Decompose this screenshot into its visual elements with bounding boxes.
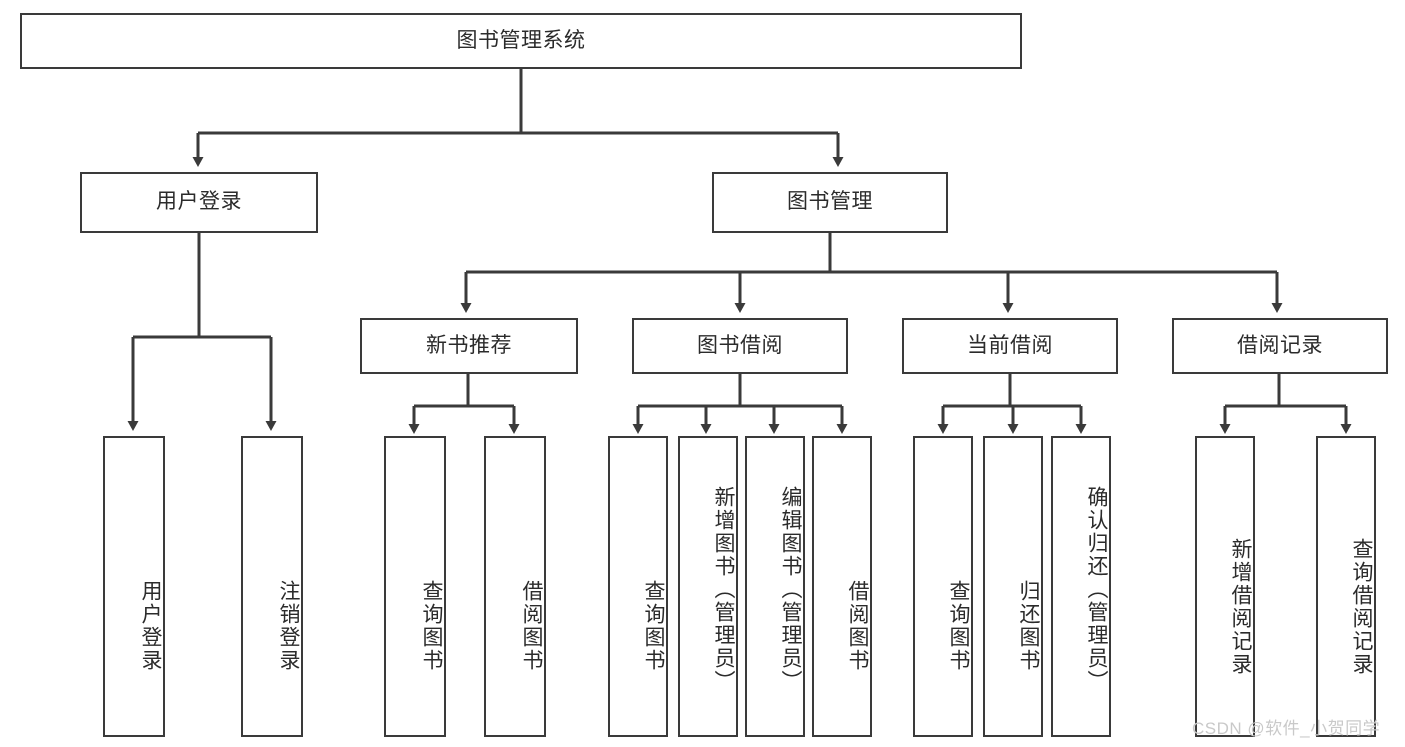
leaf-borrow-book-borrow[interactable]: 借阅图书 (812, 436, 872, 737)
node-borrow-record[interactable]: 借阅记录 (1172, 318, 1388, 374)
leaf-query-book-recommend[interactable]: 查询图书 (384, 436, 446, 737)
node-new-book-recommend[interactable]: 新书推荐 (360, 318, 578, 374)
node-book-borrow[interactable]: 图书借阅 (632, 318, 848, 374)
node-label: 归还图书 (1017, 579, 1040, 672)
node-label: 借阅图书 (846, 579, 869, 672)
node-label: 新增图书（管理员） (712, 486, 735, 693)
node-label: 注销登录 (277, 579, 300, 672)
node-label: 查询图书 (642, 579, 665, 672)
node-label: 当前借阅 (967, 333, 1053, 357)
node-label: 新书推荐 (426, 333, 512, 357)
leaf-return-book[interactable]: 归还图书 (983, 436, 1043, 737)
leaf-edit-book[interactable]: 编辑图书（管理员） (745, 436, 805, 737)
node-label: 用户登录 (156, 190, 242, 214)
leaf-add-book[interactable]: 新增图书（管理员） (678, 436, 738, 737)
leaf-add-borrow-record[interactable]: 新增借阅记录 (1195, 436, 1255, 737)
leaf-user-login[interactable]: 用户登录 (103, 436, 165, 737)
node-label: 查询图书 (420, 579, 443, 672)
csdn-watermark: CSDN @软件_小贺同学 (1192, 719, 1381, 738)
node-user-login[interactable]: 用户登录 (80, 172, 318, 233)
node-label: 图书管理系统 (456, 28, 586, 52)
node-current-borrow[interactable]: 当前借阅 (902, 318, 1118, 374)
leaf-query-borrow-record[interactable]: 查询借阅记录 (1316, 436, 1376, 737)
node-label: 图书借阅 (697, 333, 783, 357)
node-label: 图书管理 (787, 190, 873, 214)
leaf-logout-login[interactable]: 注销登录 (241, 436, 303, 737)
node-label: 用户登录 (139, 579, 162, 672)
node-label: 查询借阅记录 (1350, 537, 1373, 676)
leaf-query-book-current[interactable]: 查询图书 (913, 436, 973, 737)
node-label: 借阅图书 (520, 579, 543, 672)
node-label: 新增借阅记录 (1229, 537, 1252, 676)
leaf-query-book-borrow[interactable]: 查询图书 (608, 436, 668, 737)
leaf-confirm-return[interactable]: 确认归还（管理员） (1051, 436, 1111, 737)
node-label: 借阅记录 (1237, 333, 1323, 357)
node-label: 确认归还（管理员） (1085, 486, 1108, 693)
node-label: 编辑图书（管理员） (779, 486, 802, 693)
node-book-management[interactable]: 图书管理 (712, 172, 948, 233)
node-book-management-system[interactable]: 图书管理系统 (20, 13, 1022, 69)
leaf-borrow-book-recommend[interactable]: 借阅图书 (484, 436, 546, 737)
node-label: 查询图书 (947, 579, 970, 672)
